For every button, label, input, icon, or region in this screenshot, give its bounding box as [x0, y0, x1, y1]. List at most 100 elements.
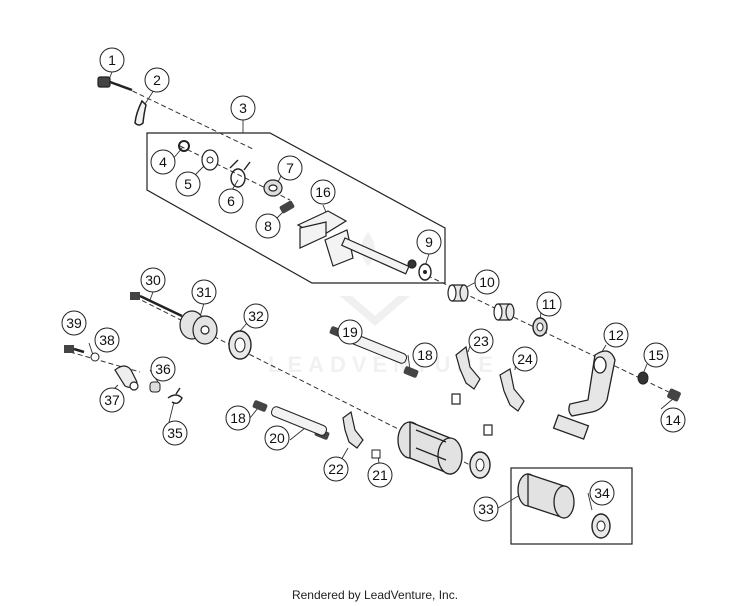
- svg-text:24: 24: [517, 351, 533, 367]
- svg-text:20: 20: [269, 430, 285, 446]
- svg-text:10: 10: [479, 274, 495, 290]
- part-35-spring: [167, 387, 183, 405]
- callout-21[interactable]: 21: [367, 462, 393, 488]
- svg-text:5: 5: [184, 176, 192, 192]
- svg-text:6: 6: [227, 193, 235, 209]
- svg-text:33: 33: [478, 501, 494, 517]
- part-34-bearing: [591, 513, 611, 539]
- part-14-bolt: [667, 388, 681, 402]
- svg-text:12: 12: [608, 327, 624, 343]
- part-23-shift-fork: [451, 345, 481, 405]
- svg-text:18: 18: [230, 410, 246, 426]
- callout-19[interactable]: 19: [337, 319, 363, 345]
- callout-10[interactable]: 10: [474, 269, 500, 295]
- callout-14[interactable]: 14: [660, 407, 686, 433]
- part-30-bolt: [130, 292, 183, 318]
- callout-9[interactable]: 9: [416, 229, 442, 255]
- callout-12[interactable]: 12: [603, 322, 629, 348]
- callout-20[interactable]: 20: [264, 425, 290, 451]
- part-21-pin: [371, 449, 381, 459]
- callout-6[interactable]: 6: [218, 188, 244, 214]
- callout-23[interactable]: 23: [468, 328, 494, 354]
- svg-text:15: 15: [648, 347, 664, 363]
- part-5-washer: [201, 149, 219, 171]
- part-11-seal: [532, 317, 548, 337]
- callout-35[interactable]: 35: [162, 420, 188, 446]
- callout-31[interactable]: 31: [191, 279, 217, 305]
- callout-24[interactable]: 24: [512, 346, 538, 372]
- svg-text:16: 16: [315, 184, 331, 200]
- svg-text:35: 35: [167, 425, 183, 441]
- callout-1[interactable]: 1: [99, 47, 125, 73]
- callout-32[interactable]: 32: [243, 303, 269, 329]
- watermark-logo: LEADVENTURE: [268, 232, 499, 377]
- callout-5[interactable]: 5: [175, 171, 201, 197]
- callout-16[interactable]: 16: [310, 179, 336, 205]
- part-37-detent-lever: [114, 365, 139, 391]
- part-1-bolt: [97, 76, 133, 92]
- footer-credit: Rendered by LeadVenture, Inc.: [291, 588, 459, 602]
- callout-2[interactable]: 2: [144, 67, 170, 93]
- part-36-roller: [149, 381, 161, 393]
- callout-7[interactable]: 7: [277, 155, 303, 181]
- part-shift-drum: [397, 421, 463, 475]
- callout-37[interactable]: 37: [99, 387, 125, 413]
- part-4-circlip: [178, 140, 190, 152]
- svg-text:19: 19: [342, 324, 358, 340]
- callout-18b[interactable]: 18: [225, 405, 251, 431]
- part-22-shift-fork: [342, 410, 364, 449]
- svg-text:8: 8: [264, 218, 272, 234]
- callout-22[interactable]: 22: [323, 456, 349, 482]
- part-9-washer: [418, 263, 432, 281]
- callout-34[interactable]: 34: [589, 480, 615, 506]
- part-2-shift-lever: [134, 99, 147, 126]
- svg-text:32: 32: [248, 308, 264, 324]
- part-10-bushing: [447, 284, 515, 321]
- svg-text:11: 11: [542, 296, 557, 312]
- part-32-bearing: [228, 330, 252, 360]
- callout-38[interactable]: 38: [94, 327, 120, 353]
- callout-36[interactable]: 36: [150, 356, 176, 382]
- svg-text:22: 22: [328, 461, 344, 477]
- callout-3[interactable]: 3: [230, 95, 256, 121]
- svg-text:4: 4: [159, 154, 167, 170]
- callout-18a[interactable]: 18: [412, 342, 438, 368]
- part-24-shift-fork: [483, 368, 525, 436]
- callout-4[interactable]: 4: [150, 149, 176, 175]
- part-33-shift-drum-assy: [517, 473, 575, 519]
- part-31-shift-drum-gear: [179, 310, 218, 345]
- part-20-fork-rail: [270, 406, 328, 436]
- part-18-pins: [252, 326, 419, 440]
- part-8-pin: [279, 200, 295, 214]
- part-12-shift-pedal: [552, 350, 616, 440]
- callout-33[interactable]: 33: [473, 496, 499, 522]
- group-box-33: [510, 467, 633, 545]
- part-16-shift-shaft: [296, 210, 417, 275]
- svg-text:7: 7: [286, 160, 294, 176]
- part-drum-bearing: [469, 451, 491, 479]
- svg-text:LEADVENTURE: LEADVENTURE: [268, 352, 499, 377]
- svg-text:31: 31: [196, 284, 212, 300]
- callout-39[interactable]: 39: [61, 310, 87, 336]
- callout-8[interactable]: 8: [255, 213, 281, 239]
- svg-text:14: 14: [665, 412, 681, 428]
- svg-text:2: 2: [153, 72, 161, 88]
- part-6-spring: [229, 159, 251, 188]
- svg-text:3: 3: [239, 100, 247, 116]
- svg-text:23: 23: [473, 333, 489, 349]
- svg-text:21: 21: [372, 467, 388, 483]
- part-38-washer: [90, 352, 100, 362]
- svg-text:36: 36: [155, 361, 171, 377]
- svg-text:18: 18: [417, 347, 433, 363]
- part-15-washer: [637, 371, 649, 385]
- part-39-bolt: [64, 345, 85, 354]
- svg-text:34: 34: [594, 485, 610, 501]
- callout-11[interactable]: 11: [536, 291, 562, 317]
- callout-15[interactable]: 15: [643, 342, 669, 368]
- svg-text:1: 1: [108, 52, 116, 68]
- callout-30[interactable]: 30: [140, 267, 166, 293]
- svg-text:30: 30: [145, 272, 161, 288]
- group-box-3: [146, 132, 446, 284]
- svg-text:9: 9: [425, 234, 433, 250]
